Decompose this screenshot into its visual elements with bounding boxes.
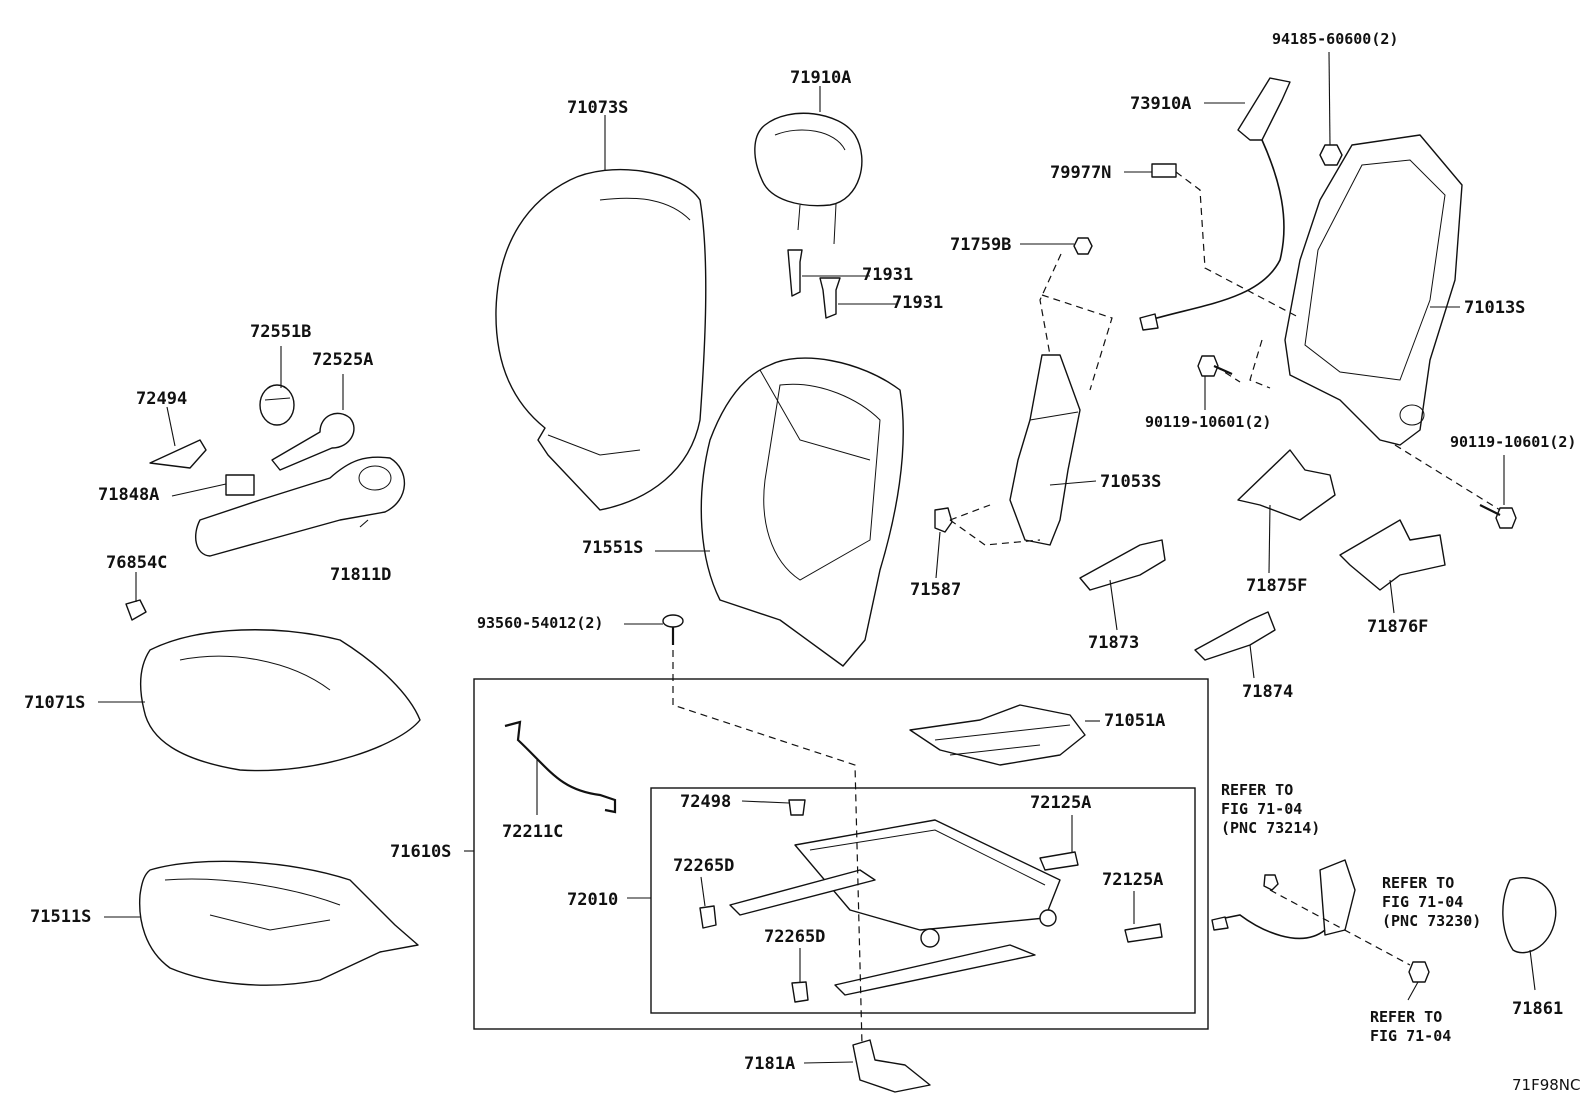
label-71861: 71861 [1512,999,1563,1019]
reference-note-1: REFER TO FIG 71-04 (PNC 73214) [1221,781,1320,837]
bracket-72125A-top [1039,851,1079,871]
seatback-bracket [1009,354,1081,546]
cover-71875F [1237,449,1336,521]
seatback-frame [1284,134,1463,446]
seat-belt-buckle [1211,859,1356,940]
seatback-pad [495,168,707,511]
seat-spring [909,704,1086,766]
label-71874: 71874 [1242,682,1293,702]
reference-note-1-line-2: FIG 71-04 [1221,800,1302,818]
bracket-72125A-bottom [1124,923,1163,943]
label-71511S: 71511S [30,907,91,927]
label-71876F: 71876F [1367,617,1428,637]
label-72265D-b: 72265D [764,927,825,947]
label-72494: 72494 [136,389,187,409]
reference-note-1-line-1: REFER TO [1221,781,1293,799]
label-79977N: 79977N [1050,163,1111,183]
reference-note-3-line-1: REFER TO [1370,1008,1442,1026]
seat-cushion-cover [138,860,419,986]
label-72551B: 72551B [250,322,311,342]
bolt-90119-b [1479,504,1517,529]
label-71931-a: 71931 [862,265,913,285]
nut-94185 [1319,144,1343,166]
clip [225,474,255,496]
cover-71874 [1194,611,1276,661]
label-72265D-a: 72265D [673,856,734,876]
headrest-guide-pins [787,249,841,319]
cover-71876F [1339,519,1446,591]
label-79977N [1151,163,1177,178]
label-71931-b: 71931 [892,293,943,313]
label-71848A: 71848A [98,485,159,505]
label-90119-b: 90119-10601(2) [1450,433,1576,451]
recliner-knob [259,384,295,426]
label-94185: 94185-60600(2) [1272,30,1398,48]
cover-cap [149,439,207,469]
label-71051A: 71051A [1104,711,1165,731]
label-71053S: 71053S [1100,472,1161,492]
clip-72498 [788,799,806,816]
label-71873: 71873 [1088,633,1139,653]
side-airbag [1139,77,1291,331]
label-71811D: 71811D [330,565,391,585]
label-7181A: 7181A [744,1054,795,1074]
assembly-box-outer [473,678,1209,1030]
label-71073S: 71073S [567,98,628,118]
label-71071S: 71071S [24,693,85,713]
reference-note-3: REFER TO FIG 71-04 [1370,1008,1451,1045]
seatback-cover [700,357,904,667]
label-72125A-top: 72125A [1030,793,1091,813]
recliner-lever [271,412,355,471]
cap-71861 [1502,877,1557,954]
bolt-93560 [662,614,684,645]
label-71587: 71587 [910,580,961,600]
side-shield [194,456,406,557]
clip-72265D-right [791,981,809,1003]
label-93560: 93560-54012(2) [477,614,603,632]
reference-note-2: REFER TO FIG 71-04 (PNC 73230) [1382,874,1481,930]
label-71910A: 71910A [790,68,851,88]
label-73910A: 73910A [1130,94,1191,114]
label-71013S: 71013S [1464,298,1525,318]
cover-71873 [1079,539,1166,591]
label-72525A: 72525A [312,350,373,370]
clip-71587 [934,507,953,533]
diagram-code: 71F98NC [1512,1076,1581,1094]
label-72498: 72498 [680,792,731,812]
label-71759B: 71759B [950,235,1011,255]
reference-note-2-line-1: REFER TO [1382,874,1454,892]
clip-72265D-left [699,905,717,929]
seat-track-frame [729,819,1061,996]
assembly-box-inner [650,787,1196,1014]
reference-note-2-line-3: (PNC 73230) [1382,912,1481,930]
nut-buckle [1408,961,1430,983]
headrest [754,112,863,245]
small-clip [125,599,147,621]
reference-note-1-line-3: (PNC 73214) [1221,819,1320,837]
reference-note-3-line-2: FIG 71-04 [1370,1027,1451,1045]
label-76854C: 76854C [106,553,167,573]
label-71610S: 71610S [390,842,451,862]
label-71875F: 71875F [1246,576,1307,596]
label-90119-a: 90119-10601(2) [1145,413,1271,431]
label-72211C: 72211C [502,822,563,842]
reference-note-2-line-2: FIG 71-04 [1382,893,1463,911]
bracket-7181A [852,1039,931,1093]
seat-cushion-pad [139,629,421,772]
label-72125A-bottom: 72125A [1102,870,1163,890]
label-72010: 72010 [567,890,618,910]
label-71551S: 71551S [582,538,643,558]
nut-71759B [1073,237,1093,255]
